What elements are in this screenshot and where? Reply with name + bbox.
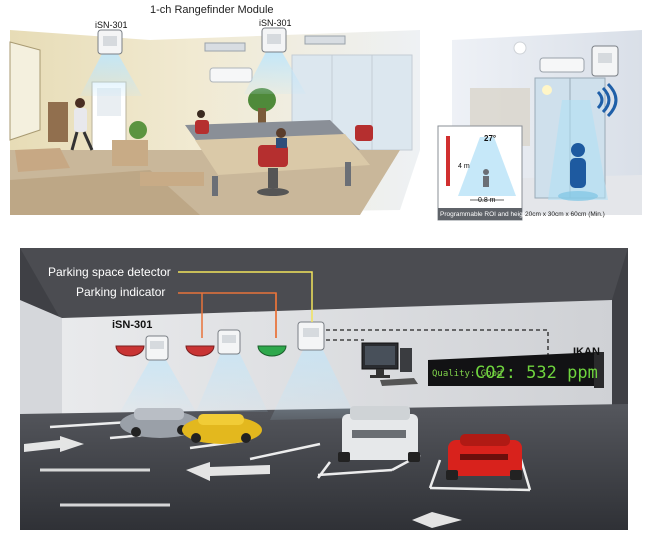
parking-indicator-label: Parking indicator [76, 285, 166, 299]
car-icon [120, 408, 200, 438]
office-scene [9, 27, 420, 215]
angle-label: 27° [484, 134, 497, 143]
car-icon [446, 434, 522, 480]
device-label: iSN-301 [112, 319, 153, 331]
led-display-icon [428, 352, 604, 388]
rangefinder-module-icon [97, 29, 123, 55]
width-label: 0.8 m [478, 197, 496, 204]
rangefinder-module-icon [261, 27, 287, 53]
height-label: 4 m [458, 163, 470, 170]
rangefinder-module-icon [217, 329, 241, 355]
roi-inset [437, 125, 523, 221]
ikan-brand-label: IKAN [573, 346, 600, 358]
rangefinder-module-icon [297, 321, 325, 351]
sensor-beams [120, 348, 356, 420]
size-caption: 20cm x 30cm x 60cm (Min.) [525, 211, 605, 218]
roi-caption: Programmable ROI and height [440, 211, 529, 218]
car-icon [338, 406, 420, 462]
device-label: iSN-301 [259, 18, 292, 28]
rangefinder-module-icon [591, 45, 619, 77]
person-icon [483, 169, 489, 187]
rangefinder-module-icon [145, 335, 169, 361]
car-icon [182, 414, 262, 444]
parking-space-detector-label: Parking space detector [48, 265, 171, 279]
top-title: 1-ch Rangefinder Module [150, 4, 274, 16]
monitor-icon [361, 342, 418, 386]
wifi-signal-icon [596, 82, 618, 118]
device-label: iSN-301 [95, 20, 128, 30]
display-co2-reading: CO2: 532 ppm [475, 363, 598, 383]
person-icon [570, 143, 586, 188]
parking-indicator-red [185, 345, 215, 357]
network-link [326, 329, 549, 355]
parking-indicator-green [257, 345, 287, 357]
display-quality-text: Quality: Good [432, 369, 503, 379]
parking-indicator-red [115, 345, 145, 357]
detector-callout-line [178, 271, 313, 322]
